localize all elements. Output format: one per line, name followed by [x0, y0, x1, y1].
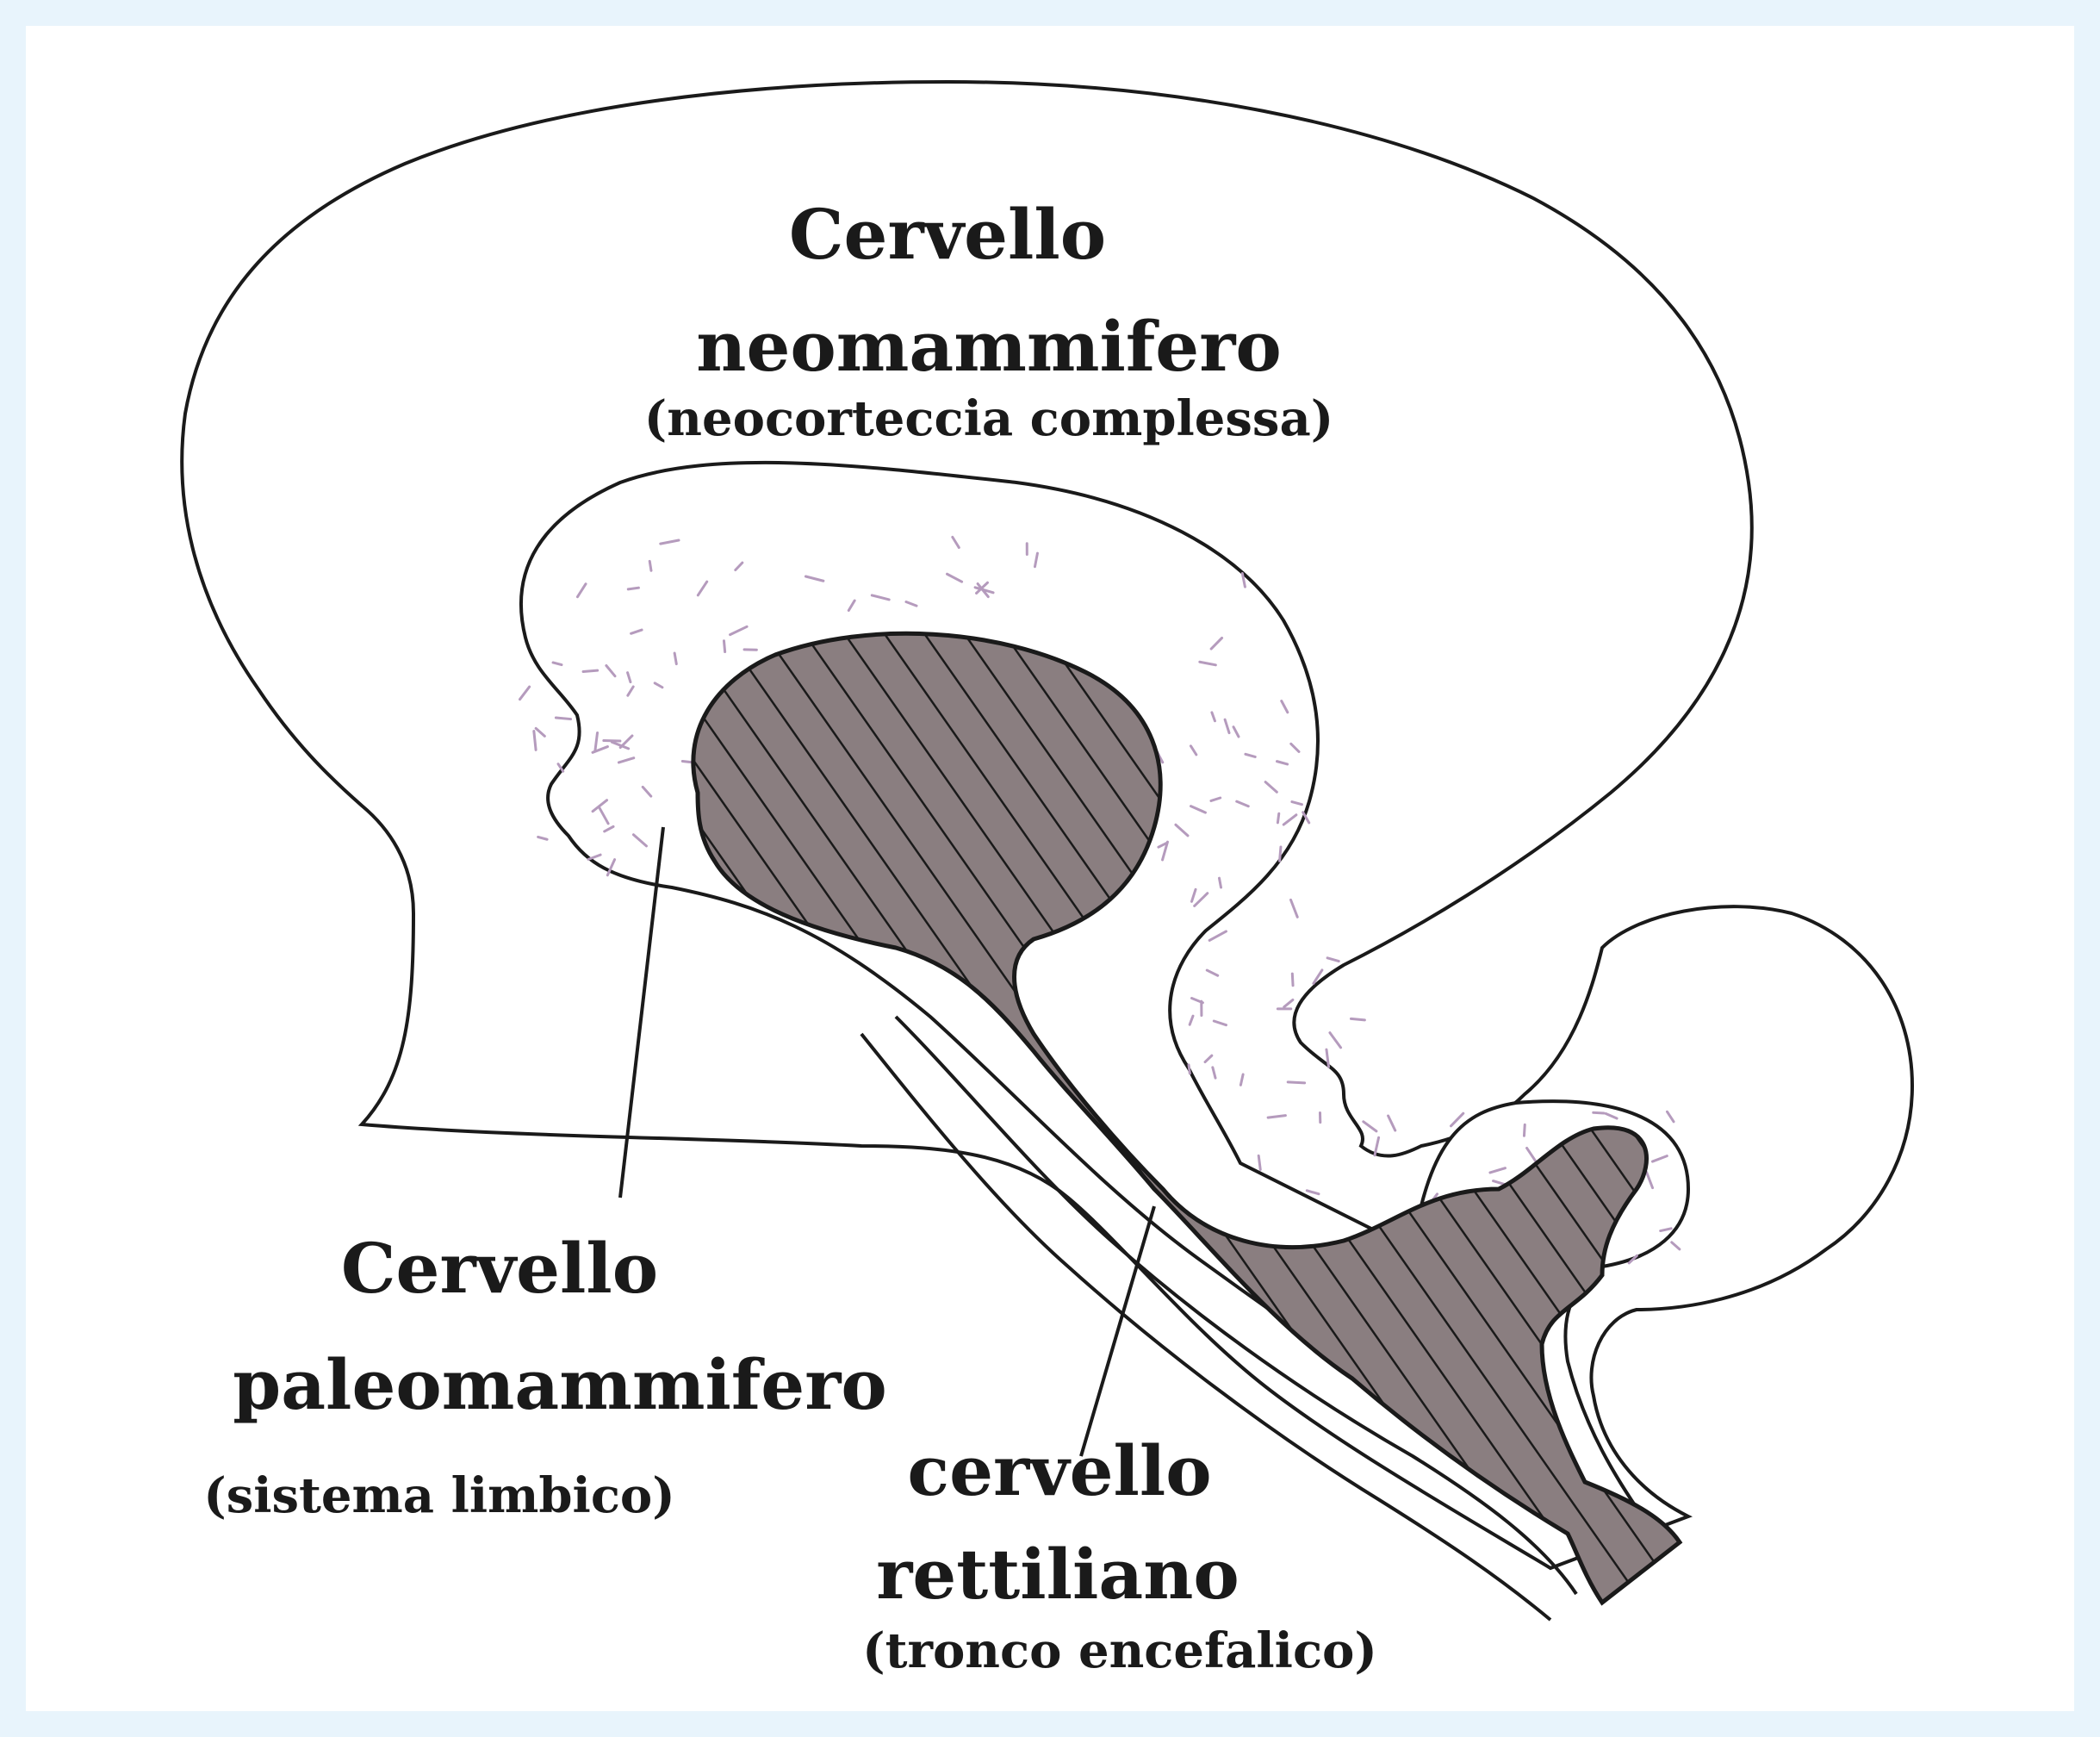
paleo-label-sub: (sistema limbico) [203, 1467, 675, 1524]
paleo-label-line1: Cervello [341, 1228, 658, 1309]
limbic-speckle [1258, 1155, 1260, 1169]
limbic-speckle [1288, 1082, 1304, 1083]
reptilian-label-line2: rettiliano [876, 1534, 1239, 1615]
limbic-speckle [1524, 1124, 1525, 1136]
reptilian-label-line1: cervello [907, 1430, 1211, 1511]
paleo-label-line2: paleomammifero [233, 1344, 886, 1425]
reptilian-label-sub: (tronco encefalico) [862, 1622, 1377, 1679]
limbic-speckle [1292, 974, 1293, 986]
limbic-speckle [583, 670, 598, 671]
limbic-speckle [1219, 878, 1221, 887]
limbic-speckle [1594, 1112, 1604, 1113]
limbic-speckle [1389, 1116, 1395, 1130]
limbic-speckle [1280, 847, 1281, 861]
limbic-speckle [1451, 1113, 1463, 1126]
limbic-speckle [556, 718, 570, 719]
limbic-speckle [1351, 1018, 1364, 1019]
neo-label-line1: Cervello [789, 194, 1106, 275]
limbic-speckle [1364, 1122, 1376, 1131]
neo-label-sub: (neocorteccia complessa) [644, 390, 1334, 447]
limbic-speckle [1277, 813, 1278, 823]
limbic-speckle [674, 653, 676, 664]
limbic-speckle [1330, 1033, 1341, 1048]
neo-label-line2: neomammifero [696, 306, 1281, 387]
limbic-speckle [628, 588, 638, 589]
limbic-speckle [649, 561, 651, 570]
limbic-speckle [1189, 1065, 1190, 1074]
